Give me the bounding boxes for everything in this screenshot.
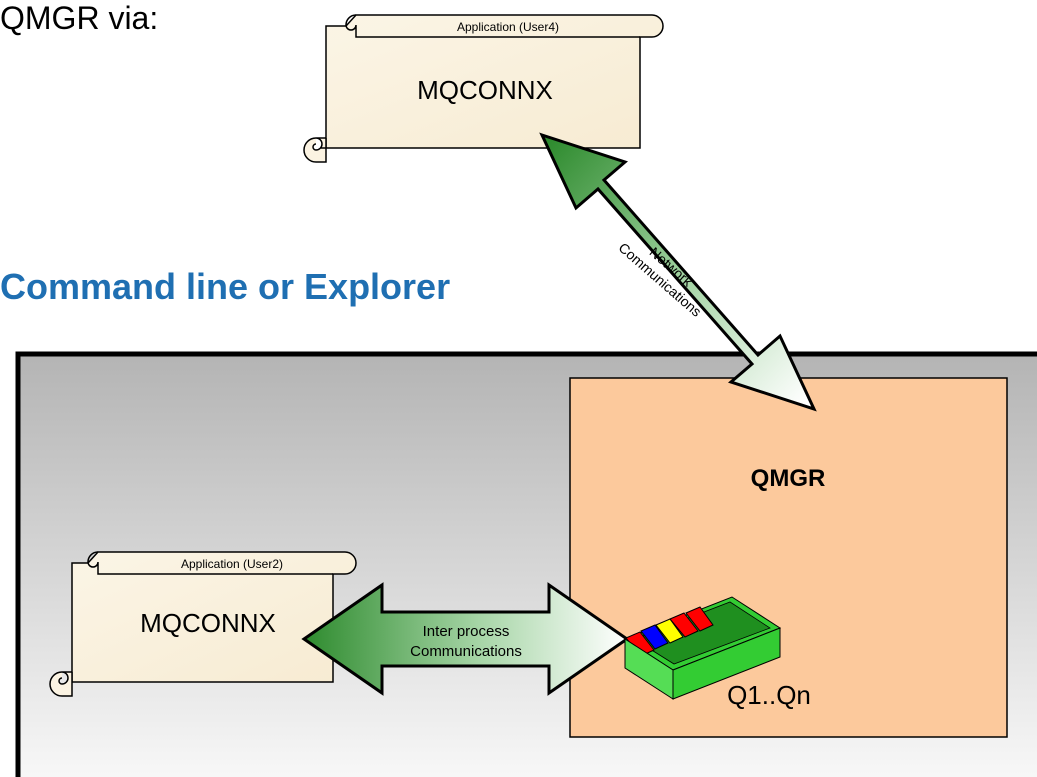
ipc-label-line2: Communications (410, 643, 522, 660)
application-user2-scroll: Application (User2) MQCONNX (49, 551, 357, 697)
qmgr-title: QMGR (751, 465, 826, 492)
top-app-call: MQCONNX (417, 75, 553, 105)
section-heading: Command line or Explorer (0, 266, 451, 307)
ipc-label-line1: Inter process (423, 623, 510, 640)
queue-tray-icon (623, 596, 782, 700)
queues-label: Q1..Qn (727, 680, 811, 710)
left-app-call: MQCONNX (140, 608, 276, 638)
application-user4-scroll: Application (User4) MQCONNX (303, 14, 664, 163)
intro-text: QMGR via: (0, 0, 159, 36)
qmgr-box (569, 377, 1008, 738)
top-app-caption: Application (User4) (457, 20, 559, 34)
left-app-caption: Application (User2) (181, 557, 283, 571)
